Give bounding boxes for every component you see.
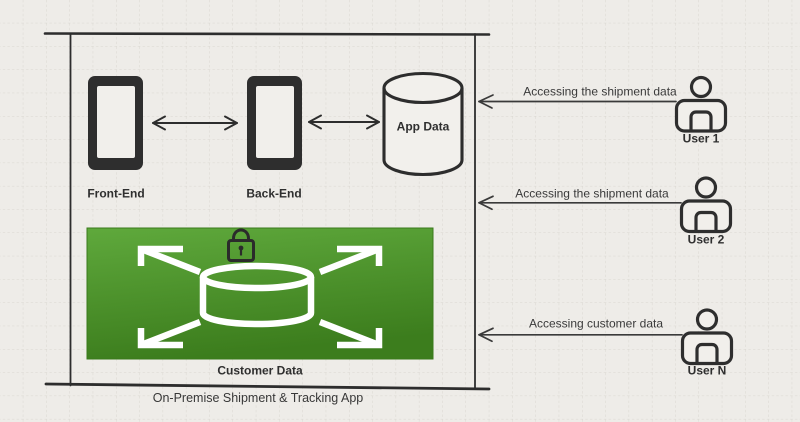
user-1-label: User 1	[682, 131, 720, 146]
user-2-icon	[679, 176, 733, 234]
user1-access-arrow	[478, 94, 677, 109]
app-data-node	[382, 71, 464, 177]
lock-icon	[227, 228, 255, 262]
tablet-device-icon	[88, 76, 143, 170]
user1-arrow-label: Accessing the shipment data	[523, 84, 677, 99]
on-premise-boundary-box	[43, 32, 491, 391]
tablet-device-icon	[247, 76, 302, 170]
customer-data-label: Customer Data	[217, 363, 303, 378]
user-2-label: User 2	[687, 232, 725, 247]
back-end-label: Back-End	[246, 186, 302, 201]
app-data-label: App Data	[396, 119, 450, 134]
front-end-node	[88, 76, 143, 170]
database-cylinder-icon	[382, 71, 464, 177]
back-end-node	[247, 76, 302, 170]
user2-access-arrow	[478, 195, 682, 211]
userN-arrow-label: Accessing customer data	[528, 316, 664, 331]
backend-appdata-arrow	[308, 114, 380, 130]
frontend-backend-arrow	[152, 115, 238, 131]
user2-arrow-label: Accessing the shipment data	[515, 186, 669, 201]
customer-data-node	[86, 227, 434, 360]
user-1-icon	[674, 75, 728, 133]
diagram-caption: On-Premise Shipment & Tracking App	[152, 391, 364, 406]
user-n-icon	[680, 308, 734, 366]
front-end-label: Front-End	[87, 186, 145, 201]
secured-scalable-datastore-icon	[137, 245, 383, 349]
user-n-label: User N	[687, 363, 727, 378]
userN-access-arrow	[478, 327, 683, 343]
